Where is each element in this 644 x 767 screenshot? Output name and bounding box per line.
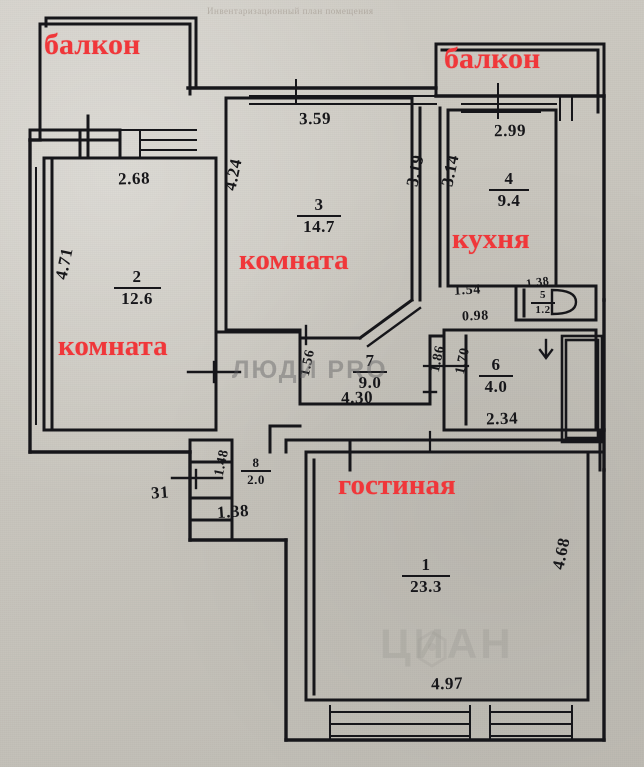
room-8-figure: 8 2.0: [240, 456, 272, 487]
room-5-number: 5: [540, 289, 546, 301]
room-2-figure: 2 12.6: [112, 268, 162, 307]
watermark-cian: ЦИАН: [380, 620, 514, 667]
room-6-figure: 6 4.0: [478, 356, 514, 395]
room-1-rule: [401, 574, 451, 577]
room-3-diagonal-inner: [366, 306, 422, 348]
corridor-door-ticks: [186, 324, 438, 402]
label-room-3: комната: [239, 244, 349, 276]
room-6-area: 4.0: [484, 376, 508, 396]
room-1-figure: 1 23.3: [400, 556, 452, 595]
faint-header-note: Инвентаризационный план помещения: [207, 6, 374, 16]
room-6-walls: [442, 328, 598, 432]
dimension-1-38-hall: 1.38: [216, 500, 250, 523]
room-2-rule: [113, 286, 161, 289]
label-balcony-right: балкон: [444, 42, 541, 75]
label-living-room: гостиная: [338, 469, 456, 501]
left-balcony-door: [28, 114, 122, 160]
dimension-4-30: 4.30: [340, 387, 374, 408]
living-room-walls: [304, 450, 590, 702]
room-4-rule: [489, 188, 529, 191]
dimension-1-38-bath: 1.38: [525, 273, 551, 291]
room-3-figure: 3 14.7: [296, 196, 342, 235]
room-8-area: 2.0: [247, 472, 265, 488]
room-8-walls: [188, 438, 234, 522]
entry-door-tick: [170, 468, 224, 490]
room-3-number: 3: [314, 195, 324, 214]
window-hatch-top-left: [119, 129, 197, 159]
bathtub-icon: [550, 288, 578, 316]
dimension-1-54: 1.54: [453, 282, 482, 299]
dimension-0-98: 0.98: [461, 308, 490, 325]
dimension-31: 31: [150, 482, 170, 503]
room-1-area: 23.3: [410, 576, 442, 596]
room-6-rule: [479, 374, 513, 377]
window-hatch-room3: [249, 79, 437, 105]
room-7-area: 9.0: [358, 372, 382, 392]
dimension-3-59: 3.59: [298, 108, 332, 129]
room-5-area: 1.2: [535, 304, 551, 317]
wall-lines: [28, 16, 606, 742]
label-room-2: комната: [58, 330, 168, 362]
room-7-rule: [353, 370, 387, 373]
room-2-area: 12.6: [121, 288, 153, 308]
dimension-4-97: 4.97: [430, 673, 464, 694]
room-6-number: 6: [491, 355, 501, 374]
room-6-cabinet: [560, 334, 604, 444]
room-2-number: 2: [132, 267, 142, 286]
dimension-ticks: [422, 356, 470, 452]
corridor-vertical-walls: [418, 106, 442, 302]
room-2-walls: [42, 156, 218, 432]
room-5-figure: 5 1.2: [530, 289, 556, 317]
room-4-figure: 4 9.4: [488, 170, 530, 209]
dimension-2-34: 2.34: [485, 408, 519, 429]
room-1-number: 1: [421, 555, 431, 574]
room-8-number: 8: [252, 455, 260, 470]
room-8-rule: [240, 470, 272, 473]
room-4-area: 9.4: [497, 190, 521, 210]
watermark-logo-icon: [417, 630, 447, 668]
room-7-figure: 7 9.0: [352, 352, 388, 391]
kitchen-window: [461, 83, 573, 121]
room-6-door-mark: [538, 338, 554, 360]
room-8-outline-lower: [188, 518, 234, 542]
label-kitchen: кухня: [452, 223, 530, 255]
watermark-ludi-pro: ЛЮДИ PRO: [232, 356, 388, 384]
living-room-windows: [329, 705, 573, 741]
dimension-2-68: 2.68: [117, 168, 151, 189]
room-5-rule: [530, 302, 556, 305]
room-3-walls: [224, 96, 415, 341]
room-3-rule: [297, 214, 341, 217]
room-3-area: 14.7: [303, 216, 335, 236]
room-5-walls: [514, 284, 598, 322]
dimension-2-99: 2.99: [493, 120, 527, 141]
living-room-top-structure: [268, 424, 606, 472]
label-balcony-left: балкон: [44, 28, 141, 61]
room-7-number: 7: [365, 351, 375, 370]
room-4-number: 4: [504, 169, 514, 188]
